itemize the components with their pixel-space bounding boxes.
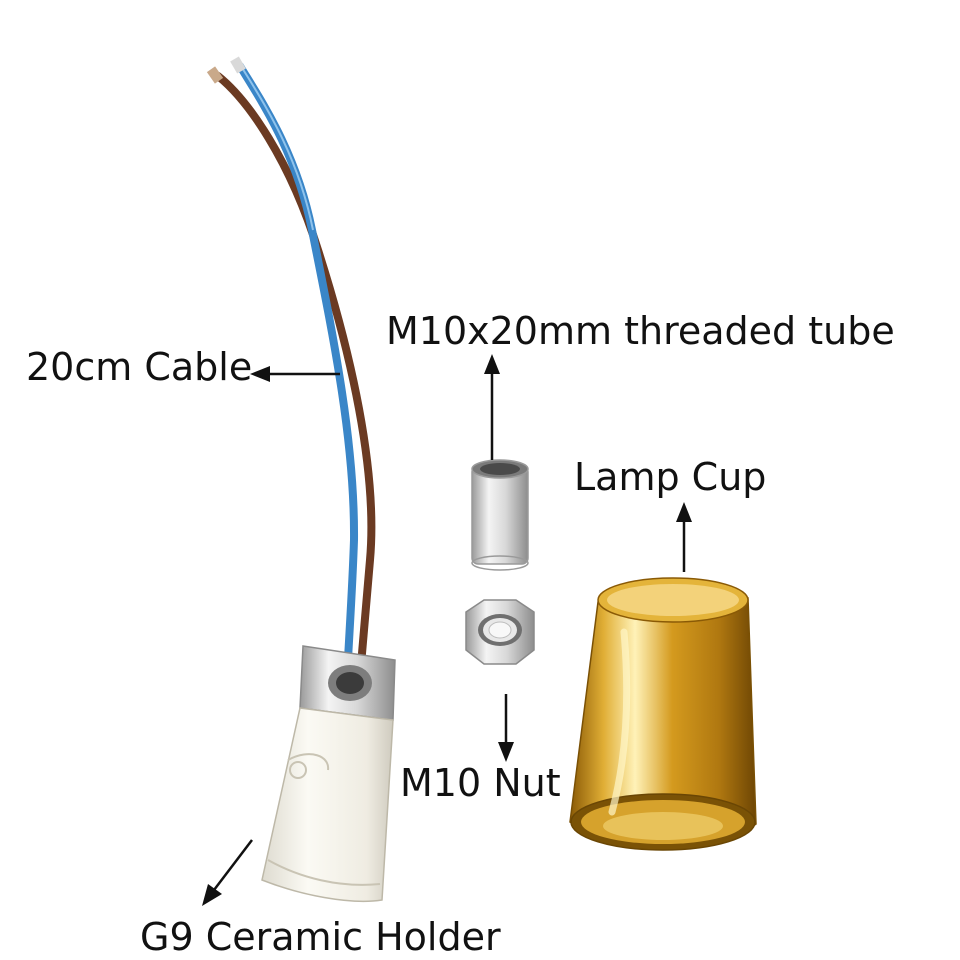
- cup-arrow: [676, 502, 692, 572]
- cable-icon: [206, 56, 376, 704]
- lamp-cup-icon: [569, 577, 757, 851]
- tube-arrow: [484, 354, 500, 460]
- hex-nut-icon: [465, 599, 535, 665]
- nut-arrow: [498, 694, 514, 762]
- cable-arrow: [250, 366, 340, 382]
- threaded-tube-label: M10x20mm threaded tube: [386, 309, 895, 353]
- tube-icon: [471, 459, 529, 571]
- holder-arrow: [202, 839, 253, 906]
- nut-label: M10 Nut: [400, 761, 561, 805]
- ceramic-holder-icon: [261, 645, 396, 903]
- holder-label: G9 Ceramic Holder: [140, 915, 501, 959]
- cable-label: 20cm Cable: [26, 345, 253, 389]
- lamp-cup-label: Lamp Cup: [574, 455, 767, 499]
- arrows: [202, 354, 692, 906]
